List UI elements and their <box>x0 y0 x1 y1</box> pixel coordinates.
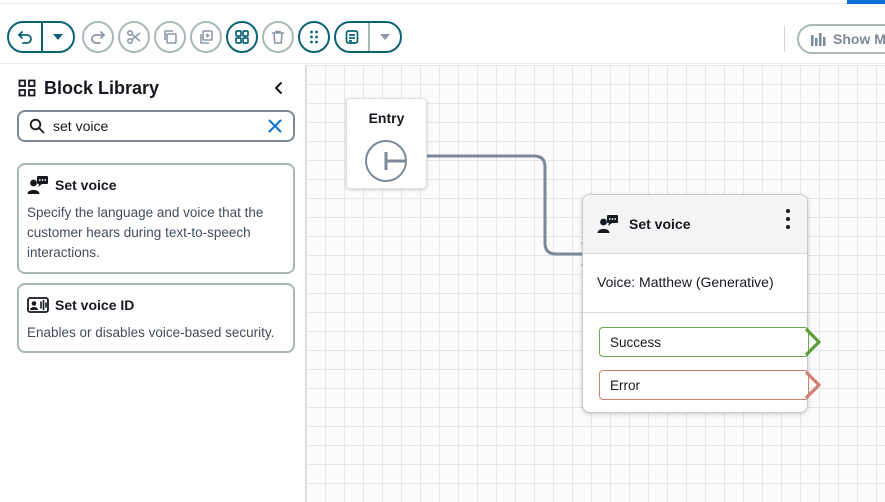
show-metrics-label: Show M <box>833 31 885 47</box>
top-edge <box>0 0 885 4</box>
voice-id-icon <box>27 297 49 313</box>
clear-search-button[interactable] <box>261 112 289 140</box>
branch-label: Success <box>610 334 662 350</box>
block-card-description: Specify the language and voice that the … <box>27 205 264 260</box>
duplicate-button[interactable] <box>190 21 222 53</box>
caret-down-icon <box>53 34 63 40</box>
caret-down-icon <box>380 34 390 40</box>
redo-button[interactable] <box>82 21 114 53</box>
block-card-name: Set voice ID <box>55 297 135 313</box>
drag-mode-button[interactable] <box>298 21 330 53</box>
show-metrics-button[interactable]: Show M <box>797 24 885 54</box>
branch-label: Error <box>610 377 640 393</box>
grid-icon <box>235 30 249 44</box>
copy-button[interactable] <box>154 21 186 53</box>
note-split-button[interactable] <box>334 21 402 53</box>
arrange-grid-button[interactable] <box>226 21 258 53</box>
port-terminal-icon <box>384 152 405 170</box>
block-card-set-voice[interactable]: Set voice Specify the language and voice… <box>17 163 295 274</box>
toolbar-separator <box>784 26 785 52</box>
set-voice-node[interactable]: Set voice Voice: Matthew (Generative) Su… <box>582 194 821 413</box>
block-card-name: Set voice <box>55 177 117 193</box>
person-speech-icon <box>597 215 618 233</box>
collapse-panel-button[interactable] <box>268 77 290 99</box>
entry-label: Entry <box>368 110 405 126</box>
kebab-dot <box>786 225 790 229</box>
search-value[interactable]: set voice <box>53 118 109 134</box>
scissors-icon <box>126 29 141 45</box>
node-title: Set voice <box>629 216 691 232</box>
undo-dropdown-button[interactable] <box>41 23 73 51</box>
entry-output-port[interactable] <box>365 140 407 182</box>
block-library-header: Block Library <box>18 75 290 101</box>
branch-error[interactable]: Error <box>599 370 821 400</box>
error-output-arrow-icon[interactable] <box>804 370 826 400</box>
delete-button[interactable] <box>262 21 294 53</box>
block-card-description: Enables or disables voice-based security… <box>27 325 275 340</box>
undo-button[interactable] <box>9 23 41 51</box>
trash-icon <box>271 30 285 44</box>
branch-success[interactable]: Success <box>599 327 821 357</box>
kebab-dot <box>786 217 790 221</box>
cut-button[interactable] <box>118 21 150 53</box>
node-config-summary: Voice: Matthew (Generative) <box>583 254 807 313</box>
node-menu-button[interactable] <box>781 207 795 231</box>
note-dropdown-button[interactable] <box>368 23 400 51</box>
person-speech-icon <box>27 176 48 194</box>
chevron-left-icon <box>275 82 282 94</box>
toolbar: Show M <box>0 4 885 64</box>
library-grid-icon <box>18 79 36 97</box>
flow-canvas[interactable]: Entry Set voice Voice: Matthew (Generati… <box>306 65 885 502</box>
entry-block[interactable]: Entry <box>346 98 427 189</box>
success-output-arrow-icon[interactable] <box>804 327 826 357</box>
duplicate-icon <box>200 30 213 44</box>
undo-split-button[interactable] <box>7 21 75 53</box>
undo-icon <box>18 31 32 44</box>
node-header: Set voice <box>583 195 807 254</box>
block-library-panel: Block Library set voice Set voice Specif… <box>0 65 306 502</box>
kebab-dot <box>786 209 790 213</box>
block-card-set-voice-id[interactable]: Set voice ID Enables or disables voice-b… <box>17 283 295 353</box>
block-library-title: Block Library <box>44 77 160 98</box>
note-icon <box>345 30 359 44</box>
block-search-input[interactable]: set voice <box>17 110 295 142</box>
redo-icon <box>91 31 105 44</box>
bar-chart-icon <box>811 33 826 46</box>
drag-handle-icon <box>310 30 318 44</box>
close-icon <box>268 119 282 133</box>
add-note-button[interactable] <box>336 23 368 51</box>
top-accent-bar <box>847 0 885 4</box>
search-icon <box>29 118 45 134</box>
copy-icon <box>164 30 177 44</box>
